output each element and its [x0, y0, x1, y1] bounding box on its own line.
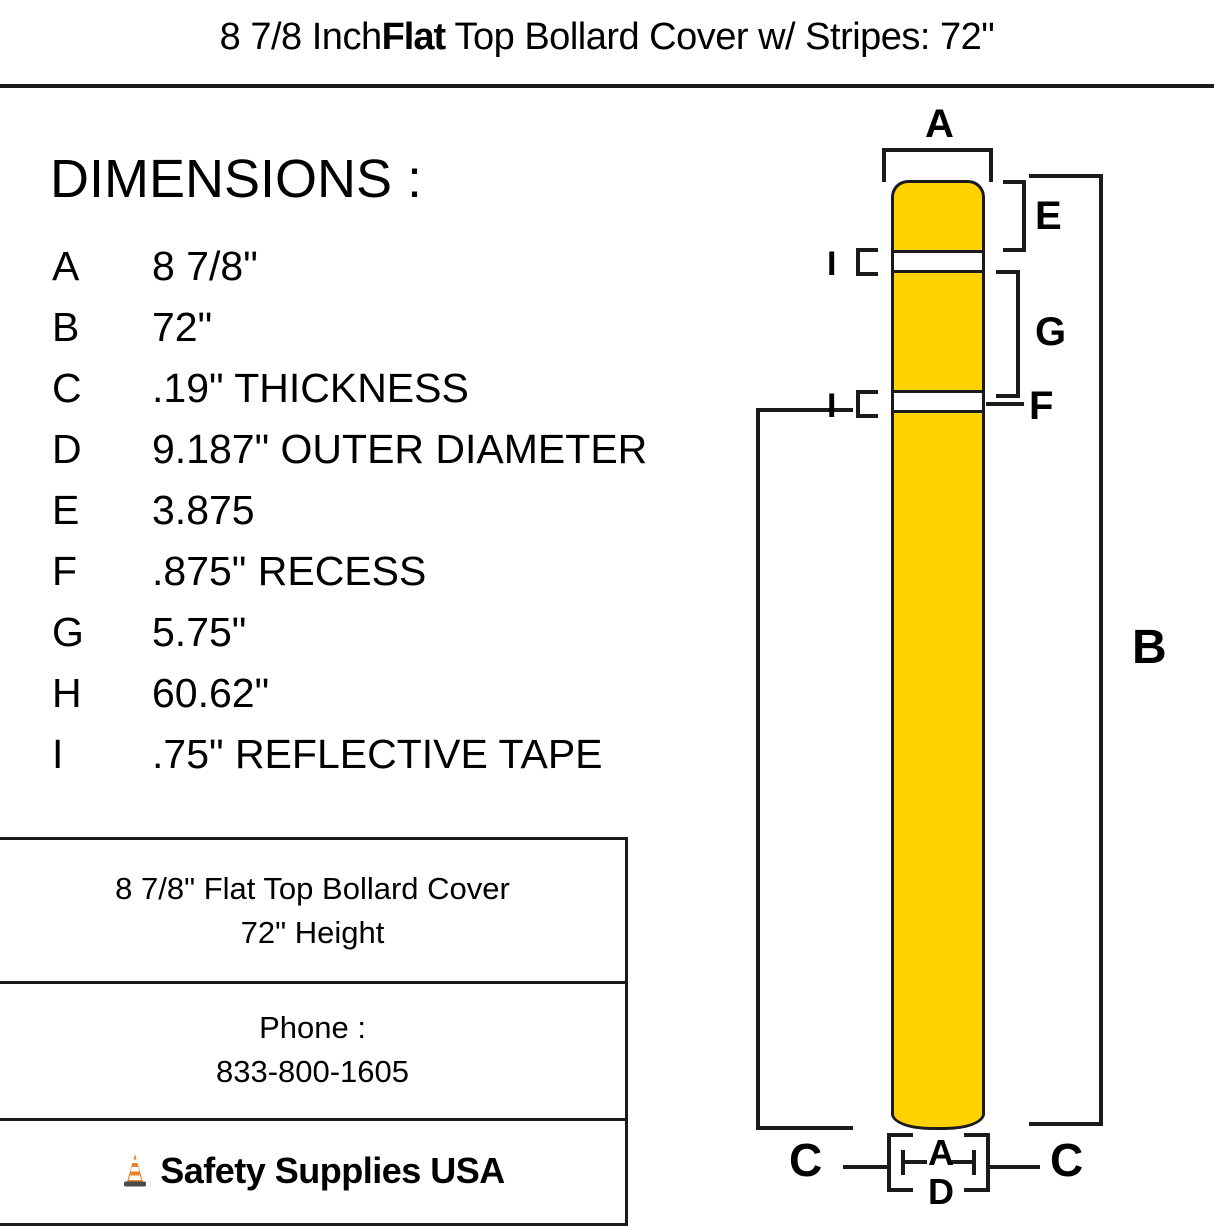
info-row-phone: Phone : 833-800-1605	[0, 984, 625, 1121]
dimension-key: E	[52, 487, 80, 533]
info-row-product: 8 7/8" Flat Top Bollard Cover 72" Height	[0, 840, 625, 984]
product-height: 72" Height	[240, 915, 385, 950]
dimension-value: .75" REFLECTIVE TAPE	[152, 731, 603, 777]
dimension-key: B	[52, 304, 80, 350]
dimension-value: .19" THICKNESS	[152, 365, 469, 411]
phone-number[interactable]: 833-800-1605	[215, 1054, 410, 1089]
dimension-value: 5.75"	[152, 609, 247, 655]
dimension-value: 8 7/8"	[152, 243, 258, 289]
dimension-row-a: A 8 7/8"	[52, 243, 772, 304]
page-title: 8 7/8 InchFlat Top Bollard Cover w/ Stri…	[0, 14, 1214, 60]
dimension-key: D	[52, 426, 82, 472]
reflective-stripe-lower	[891, 390, 985, 413]
brand-name: Safety Supplies USA	[160, 1150, 505, 1191]
page-title-suffix: Top Bollard Cover w/ Stripes: 72"	[445, 16, 995, 58]
stripe-edge-left	[891, 393, 894, 410]
dimension-value: .875" RECESS	[152, 548, 427, 594]
info-box: 8 7/8" Flat Top Bollard Cover 72" Height…	[0, 837, 628, 1226]
dimension-row-d: D 9.187" OUTER DIAMETER	[52, 426, 772, 487]
dimension-key: C	[52, 365, 82, 411]
info-row-brand: Safety Supplies USA	[0, 1121, 625, 1223]
dimension-key: H	[52, 670, 82, 716]
dimension-key: F	[52, 548, 78, 594]
label-i-upper: I	[827, 245, 837, 283]
bollard-body	[891, 180, 985, 1130]
page-title-emphasis: Flat	[381, 16, 447, 58]
dimension-row-f: F .875" RECESS	[52, 548, 772, 609]
dimension-value: 9.187" OUTER DIAMETER	[152, 426, 648, 472]
dimension-row-i: I .75" REFLECTIVE TAPE	[52, 731, 772, 792]
dimension-value: 60.62"	[152, 670, 270, 716]
reflective-stripe-upper	[891, 250, 985, 273]
phone-label: Phone :	[259, 1010, 366, 1045]
label-i-lower: I	[827, 387, 837, 425]
stripe-edge-right	[982, 253, 985, 270]
dimension-key: A	[52, 243, 80, 289]
header-divider	[0, 84, 1214, 88]
dimension-value: 72"	[152, 304, 213, 350]
label-b: B	[1132, 621, 1167, 674]
traffic-cone-icon	[120, 1152, 150, 1190]
dimension-key: G	[52, 609, 84, 655]
label-c-left: C	[789, 1134, 823, 1186]
dimension-row-b: B 72"	[52, 304, 772, 365]
dimension-row-h: H 60.62"	[52, 670, 772, 731]
dimension-value: 3.875	[152, 487, 255, 533]
dimension-row-e: E 3.875	[52, 487, 772, 548]
stripe-edge-left	[891, 253, 894, 270]
dimensions-list: A 8 7/8" B 72" C .19" THICKNESS D 9.187"…	[52, 243, 772, 792]
stripe-edge-right	[982, 393, 985, 410]
label-e: E	[1035, 194, 1062, 238]
label-a-bottom: A	[928, 1132, 954, 1173]
page-title-prefix: 8 7/8 Inch	[219, 16, 382, 58]
dimension-row-g: G 5.75"	[52, 609, 772, 670]
dimension-row-c: C .19" THICKNESS	[52, 365, 772, 426]
bollard-illustration	[891, 180, 985, 1130]
label-d-bottom: D	[928, 1171, 954, 1212]
label-c-right: C	[1050, 1134, 1084, 1186]
label-f: F	[1029, 384, 1054, 428]
dimension-key: I	[52, 731, 64, 777]
label-g: G	[1035, 310, 1067, 354]
dimensions-heading: DIMENSIONS :	[50, 149, 423, 209]
label-a-top: A	[925, 102, 954, 146]
product-name: 8 7/8" Flat Top Bollard Cover	[115, 871, 510, 906]
